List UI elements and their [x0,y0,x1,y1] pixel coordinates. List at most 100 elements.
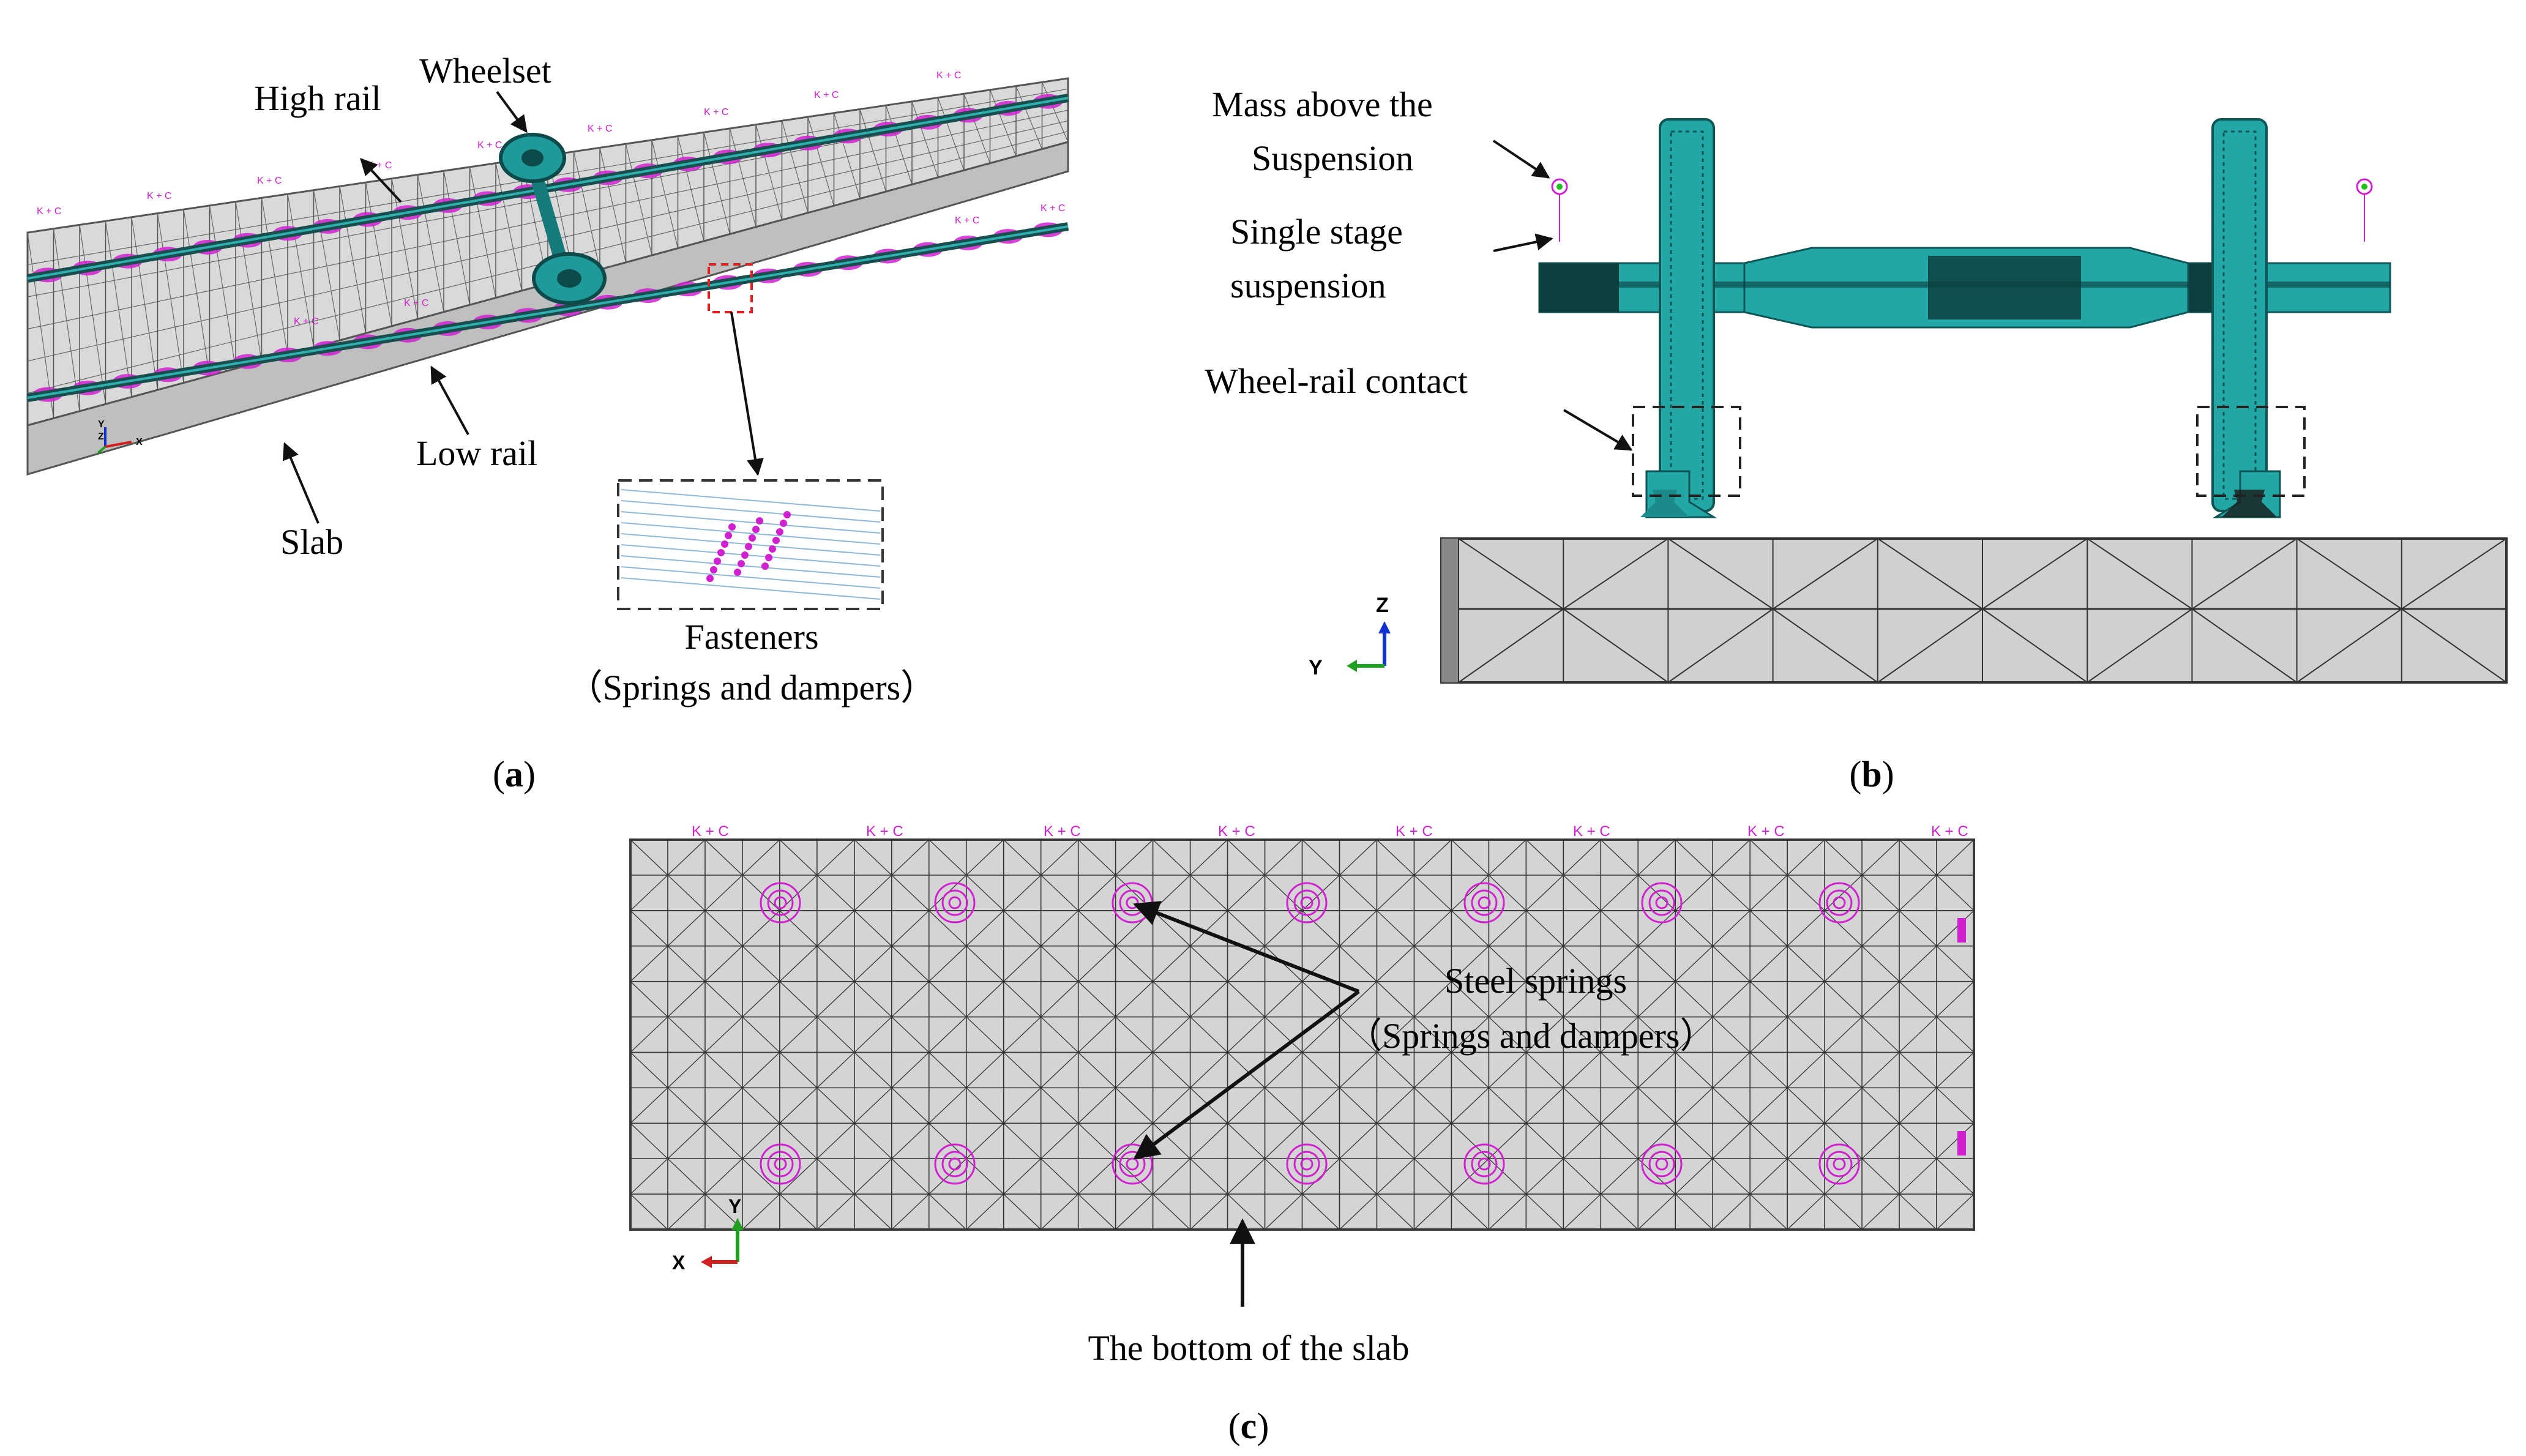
mesh-line [1488,839,1526,876]
mesh-line [1525,1193,1564,1230]
inset-rail-line [621,566,881,589]
inset-rail-line [621,489,881,512]
mesh-line [1525,946,1564,982]
mesh-line [1824,875,1863,911]
mesh-line [929,1087,967,1124]
mesh-line [1749,981,1788,1018]
mesh-line [1488,910,1526,947]
mesh-line [209,205,236,369]
inset-fastener-node [783,511,791,518]
mesh-line [1600,946,1639,982]
mesh-line [1488,1122,1526,1159]
mesh-line [1376,910,1414,947]
kc-tag: K + C [704,107,728,118]
mesh-line [1637,875,1676,911]
mesh-line [1861,1087,1900,1124]
mesh-line [79,225,106,405]
mesh-line [1451,839,1489,876]
kc-tag: K + C [814,90,839,100]
mesh-line [891,875,930,911]
mesh-line [966,1122,1004,1159]
mesh-line [1153,839,1191,876]
mesh-line [1153,946,1191,982]
mesh-line [1787,839,1825,876]
mesh-line [667,910,706,947]
kc-tag: K + C [477,140,502,151]
mesh-line [816,981,855,1018]
mesh-line [1339,875,1377,911]
kc-tag: K + C [404,298,428,308]
mesh-line [417,174,444,312]
mesh-line [1675,1017,1713,1053]
mesh-line [1712,1087,1751,1124]
mesh-line [1265,1017,1302,1053]
mesh-line [854,910,892,947]
mesh-line [807,116,835,206]
mesh-line [1563,839,1601,876]
mesh-line [1600,1122,1639,1159]
mesh-line [1600,875,1639,911]
mesh-line [937,97,965,171]
mesh-line [1563,1158,1601,1195]
kc-tag: K + C [1573,823,1610,840]
mesh-line [966,1158,1004,1195]
mesh-line [1936,1193,1975,1230]
mesh-line [1339,839,1377,876]
mesh-line [854,1193,892,1230]
mesh-line [1265,1193,1302,1230]
mesh-line [781,121,809,213]
mesh-line [929,1017,967,1053]
mesh-line [989,89,1017,157]
mesh-line [891,981,930,1018]
mesh-line [1563,1087,1601,1124]
mesh-line [313,190,340,341]
mesh-line [1153,1122,1191,1159]
steel-spring-symbol [934,1143,976,1185]
mesh-line [625,143,652,256]
mesh-line [966,981,1004,1018]
mesh-line [1190,1087,1228,1124]
mesh-line [2191,608,2298,683]
mesh-line [1458,608,1564,683]
label-wheelset: Wheelset [419,51,551,91]
mesh-line [1899,1122,1937,1159]
mesh-line [1339,1122,1377,1159]
kc-tag: K + C [936,70,961,81]
mesh-line [1376,1087,1414,1124]
label-fasteners: Fasteners [684,617,818,657]
mesh-line [854,1087,892,1124]
mesh-line [1824,839,1863,876]
mesh-line [1413,910,1452,947]
steel-spring-symbol [941,1151,968,1178]
mesh-line [1190,1158,1228,1195]
inset-fastener-node [769,545,776,553]
steel-spring-symbol [934,882,976,924]
mesh-line [1339,1087,1377,1124]
steel-spring-symbol [948,1157,962,1171]
mesh-line [1787,875,1825,911]
mesh-line [1749,946,1788,982]
mesh-line [1712,1122,1751,1159]
mesh-line [779,839,818,876]
mesh-line [816,839,855,876]
mesh-line [1041,82,1069,143]
mesh-line [573,151,600,270]
mesh-line [1227,875,1265,911]
steel-spring-symbol [1655,1157,1668,1171]
mesh-line [183,209,211,376]
mesh-line [911,101,939,178]
label-slab-bottom: The bottom of the slab [1088,1328,1409,1368]
mesh-line [1302,1122,1340,1159]
mesh-line [1190,981,1228,1018]
mesh-line [1003,946,1042,982]
inset-rail-line [621,577,881,600]
mesh-line [1637,1051,1676,1088]
steel-spring-symbol [941,889,968,916]
mesh-line [2087,538,2192,610]
mesh-line [1003,1193,1042,1230]
mesh-line [2296,538,2402,610]
mesh-line [1637,910,1676,947]
inset-fastener-node [745,543,752,550]
mesh-line [105,221,132,397]
mesh-line [1003,1122,1042,1159]
